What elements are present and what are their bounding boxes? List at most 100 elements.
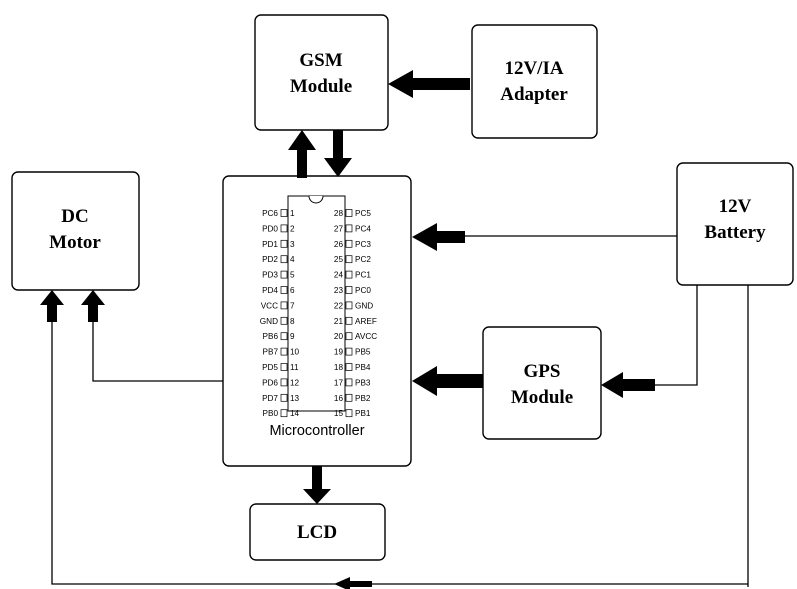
gps-module-label-line1: GPS <box>524 361 561 382</box>
pin-right-pad <box>345 409 353 418</box>
pin-right-pad <box>345 255 353 264</box>
microcontroller-label: Microcontroller <box>269 423 364 439</box>
pin-right-pad <box>345 209 353 217</box>
ic-chip-notch <box>308 195 324 204</box>
pin-left-name: GND <box>260 317 278 326</box>
pin-right-number: 18 <box>334 363 344 372</box>
pin-right-pad <box>345 378 353 387</box>
pin-right-name: AVCC <box>355 332 377 341</box>
pin-left-pad <box>280 239 288 248</box>
pin-right-name: PB4 <box>355 363 371 372</box>
pin-right-number: 26 <box>334 240 344 249</box>
pin-right-pad <box>345 393 353 402</box>
lcd-block: LCD <box>249 503 386 561</box>
pin-right-pad <box>345 286 353 294</box>
pin-left-pad <box>280 347 288 356</box>
adapter-label-line2: Adapter <box>500 84 568 105</box>
pin-right-pad <box>345 224 353 233</box>
pin-left-pad <box>280 209 288 217</box>
adapter-block: 12V/IA Adapter <box>471 24 598 139</box>
bottom-line-arrow <box>334 577 372 589</box>
mcu-to-lcd-arrow <box>303 466 331 504</box>
pin-left-number: 10 <box>290 348 300 357</box>
pin-left-name: PD5 <box>262 363 278 372</box>
connection-lines <box>51 235 749 587</box>
dc-motor-label-line1: DC <box>61 206 88 227</box>
pin-left-name: PB0 <box>263 409 279 418</box>
pin-left-pad <box>280 316 288 325</box>
pin-left-number: 3 <box>290 240 295 249</box>
battery-label-line2: Battery <box>704 222 766 243</box>
pin-right-name: PB2 <box>355 394 371 403</box>
pin-right-pad <box>345 347 353 356</box>
pin-left-name: PD1 <box>262 240 278 249</box>
mcu-to-motor-line <box>92 322 223 382</box>
pin-right-name: PC0 <box>355 286 371 295</box>
ic-chip-body <box>287 195 346 412</box>
adapter-to-gsm-arrow <box>388 70 470 98</box>
gsm-module-label-line2: Module <box>290 76 352 97</box>
pin-left-number: 5 <box>290 271 295 280</box>
gsm-module-label-line1: GSM <box>299 50 342 71</box>
dc-motor-label-line2: Motor <box>49 232 101 253</box>
pin-right-name: PC5 <box>355 209 371 218</box>
pin-left-pad <box>280 255 288 264</box>
pin-right-name: AREF <box>355 317 377 326</box>
pin-left-name: PC6 <box>262 209 278 218</box>
lcd-label: LCD <box>297 522 337 543</box>
pin-left-name: VCC <box>261 301 278 310</box>
pin-right-pad <box>345 363 353 371</box>
pin-left-pad <box>280 378 288 387</box>
pin-right-name: GND <box>355 301 373 310</box>
pin-left-pad <box>280 270 288 279</box>
pin-right-number: 24 <box>334 271 344 280</box>
pin-left-number: 1 <box>290 209 295 218</box>
adapter-label-line1: 12V/IA <box>504 58 563 79</box>
pin-right-number: 28 <box>334 209 344 218</box>
pin-left-pad <box>280 393 288 402</box>
pin-left-pad <box>280 363 288 371</box>
pin-left-number: 12 <box>290 378 300 387</box>
pin-right-number: 27 <box>334 224 344 233</box>
battery-to-gps-line <box>655 285 698 386</box>
pin-right-name: PC3 <box>355 240 371 249</box>
pin-right-number: 15 <box>334 409 344 418</box>
arrows <box>40 70 655 589</box>
pin-left-number: 6 <box>290 286 295 295</box>
pin-left-number: 2 <box>290 224 295 233</box>
gps-module-block: GPS Module <box>482 326 602 440</box>
pin-right-pad <box>345 239 353 248</box>
pin-right-pad <box>345 332 353 341</box>
pin-left-number: 9 <box>290 332 295 341</box>
pin-right-number: 17 <box>334 378 344 387</box>
pin-left-pad <box>280 286 288 294</box>
pin-right-pad <box>345 316 353 325</box>
pin-right-name: PC2 <box>355 255 371 264</box>
pin-right-name: PB1 <box>355 409 371 418</box>
pin-left-name: PD4 <box>262 286 278 295</box>
gsm-to-mcu-arrow <box>324 130 352 177</box>
motor-up-arrow-right <box>81 290 105 322</box>
pin-right-number: 22 <box>334 301 344 310</box>
pin-left-name: PB7 <box>263 348 279 357</box>
pin-left-name: PD2 <box>262 255 278 264</box>
pin-right-name: PC4 <box>355 224 371 233</box>
pin-left-number: 13 <box>290 394 300 403</box>
pin-right-number: 19 <box>334 348 344 357</box>
pin-left-number: 8 <box>290 317 295 326</box>
battery-to-mcu-arrow <box>412 223 465 251</box>
pin-right-pad <box>345 301 353 310</box>
pin-left-number: 7 <box>290 301 295 310</box>
pin-right-number: 23 <box>334 286 344 295</box>
pin-left-name: PD0 <box>262 224 278 233</box>
dc-motor-block: DC Motor <box>11 171 140 291</box>
pin-left-name: PB6 <box>263 332 279 341</box>
gps-module-label-line2: Module <box>511 387 573 408</box>
pin-left-number: 11 <box>290 363 299 372</box>
battery-label-line1: 12V <box>719 196 752 217</box>
pin-right-number: 21 <box>334 317 344 326</box>
pin-right-number: 16 <box>334 394 344 403</box>
pin-left-name: PD6 <box>262 378 278 387</box>
pin-right-name: PC1 <box>355 271 371 280</box>
